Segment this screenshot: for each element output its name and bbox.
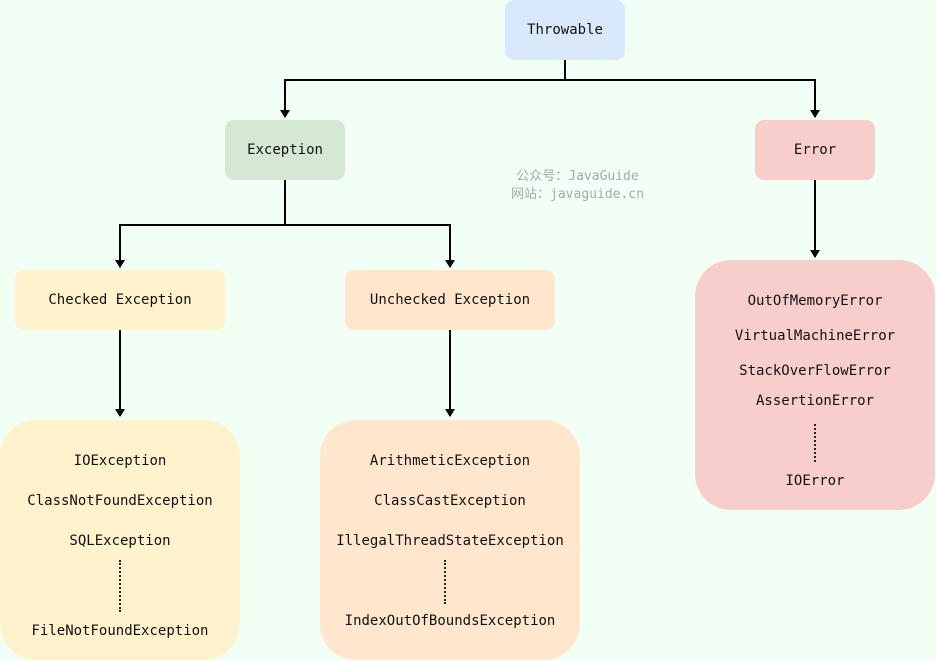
arrow-exception-to-checked [115, 180, 286, 268]
error-examples-group: OutOfMemoryError VirtualMachineError Sta… [695, 260, 935, 510]
unchecked-examples-group: ArithmeticException ClassCastException I… [320, 420, 580, 660]
list-item: AssertionError [755, 393, 874, 409]
list-item: SQLException [69, 533, 171, 549]
ellipsis-dots [814, 424, 816, 462]
list-item: ArithmeticException [369, 453, 531, 469]
error-node: Error [755, 120, 875, 180]
watermark-wechat: 公众号：JavaGuide [516, 169, 639, 184]
list-item: IndexOutOfBoundsException [344, 613, 556, 629]
unchecked-exception-label: Unchecked Exception [369, 292, 531, 308]
list-item: IOError [785, 473, 845, 489]
arrow-throwable-to-error [565, 79, 820, 118]
exception-label: Exception [247, 142, 323, 158]
list-item: OutOfMemoryError [747, 293, 883, 309]
list-item: IllegalThreadStateException [336, 533, 564, 549]
error-label: Error [793, 142, 837, 158]
list-item: VirtualMachineError [734, 328, 896, 344]
exception-node: Exception [225, 120, 345, 180]
throwable-node: Throwable [505, 0, 625, 60]
unchecked-exception-node: Unchecked Exception [345, 270, 555, 330]
ellipsis-dots [119, 560, 121, 612]
arrow-exception-to-unchecked [285, 224, 455, 268]
list-item: IOException [73, 453, 167, 469]
list-item: StackOverFlowError [739, 363, 891, 379]
ellipsis-dots [444, 560, 446, 604]
watermark-website: 网站：javaguide.cn [511, 187, 644, 202]
list-item: FileNotFoundException [31, 623, 209, 639]
list-item: ClassNotFoundException [27, 493, 213, 509]
watermark: 公众号：JavaGuide 网站：javaguide.cn [490, 168, 665, 204]
list-item: ClassCastException [374, 493, 526, 509]
checked-exception-node: Checked Exception [15, 270, 225, 330]
checked-exception-label: Checked Exception [48, 292, 192, 308]
arrow-throwable-to-exception [280, 60, 566, 118]
throwable-label: Throwable [527, 22, 603, 38]
checked-examples-group: IOException ClassNotFoundException SQLEx… [0, 420, 240, 660]
